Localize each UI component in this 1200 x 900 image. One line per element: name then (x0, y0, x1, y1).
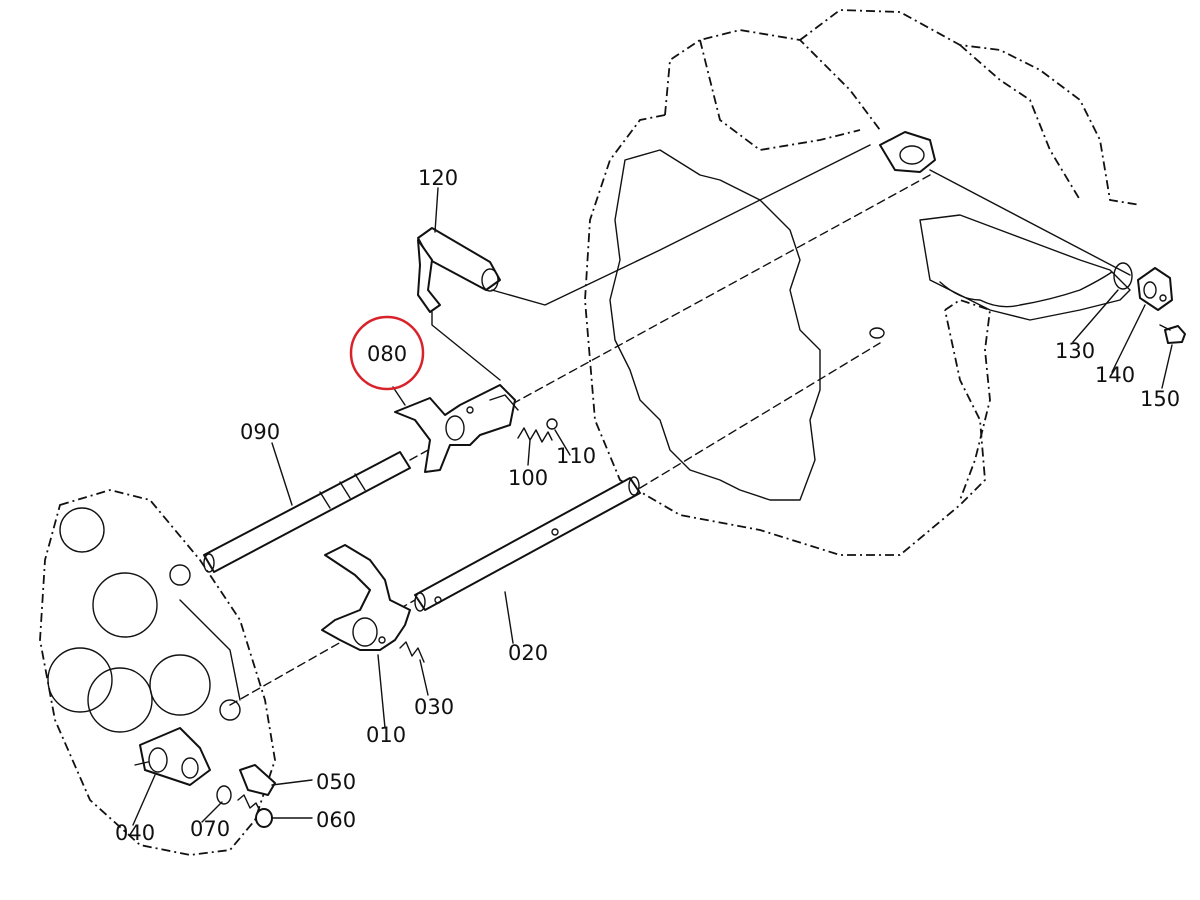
bolt (237, 794, 273, 828)
leader-lines (132, 187, 1173, 826)
part-labels: 120 080 090 100 110 020 010 030 040 050 … (115, 166, 1180, 845)
shift-fork-upper (394, 384, 519, 473)
part-label-040[interactable]: 040 (115, 821, 155, 845)
cover-plate (1137, 267, 1173, 311)
shift-rod-lower (229, 342, 881, 706)
part-label-070[interactable]: 070 (190, 817, 230, 841)
part-label-120[interactable]: 120 (418, 166, 458, 190)
washer (216, 785, 232, 805)
cover-axis-line (929, 169, 1131, 276)
highlight-circle (349, 315, 425, 391)
part-label-050[interactable]: 050 (316, 770, 356, 794)
cover-bolt (1159, 324, 1186, 344)
part-label-010[interactable]: 010 (366, 723, 406, 747)
part-label-110[interactable]: 110 (556, 444, 596, 468)
pin (239, 764, 276, 796)
part-label-090[interactable]: 090 (240, 420, 280, 444)
part-label-080[interactable]: 080 (367, 342, 407, 366)
part-label-060[interactable]: 060 (316, 808, 356, 832)
rod-end-bracket (134, 727, 211, 786)
part-label-030[interactable]: 030 (414, 695, 454, 719)
part-label-100[interactable]: 100 (508, 466, 548, 490)
part-label-020[interactable]: 020 (508, 641, 548, 665)
spring-lower (399, 641, 425, 663)
o-ring (1113, 262, 1133, 290)
spring-upper (517, 427, 553, 443)
shift-fork-lower (321, 544, 411, 651)
part-label-140[interactable]: 140 (1095, 363, 1135, 387)
ball-upper (546, 418, 558, 430)
front-cover-plate (39, 489, 276, 856)
shift-lever (417, 144, 871, 381)
part-label-130[interactable]: 130 (1055, 339, 1095, 363)
transmission-housing (584, 9, 1141, 556)
part-label-150[interactable]: 150 (1140, 387, 1180, 411)
